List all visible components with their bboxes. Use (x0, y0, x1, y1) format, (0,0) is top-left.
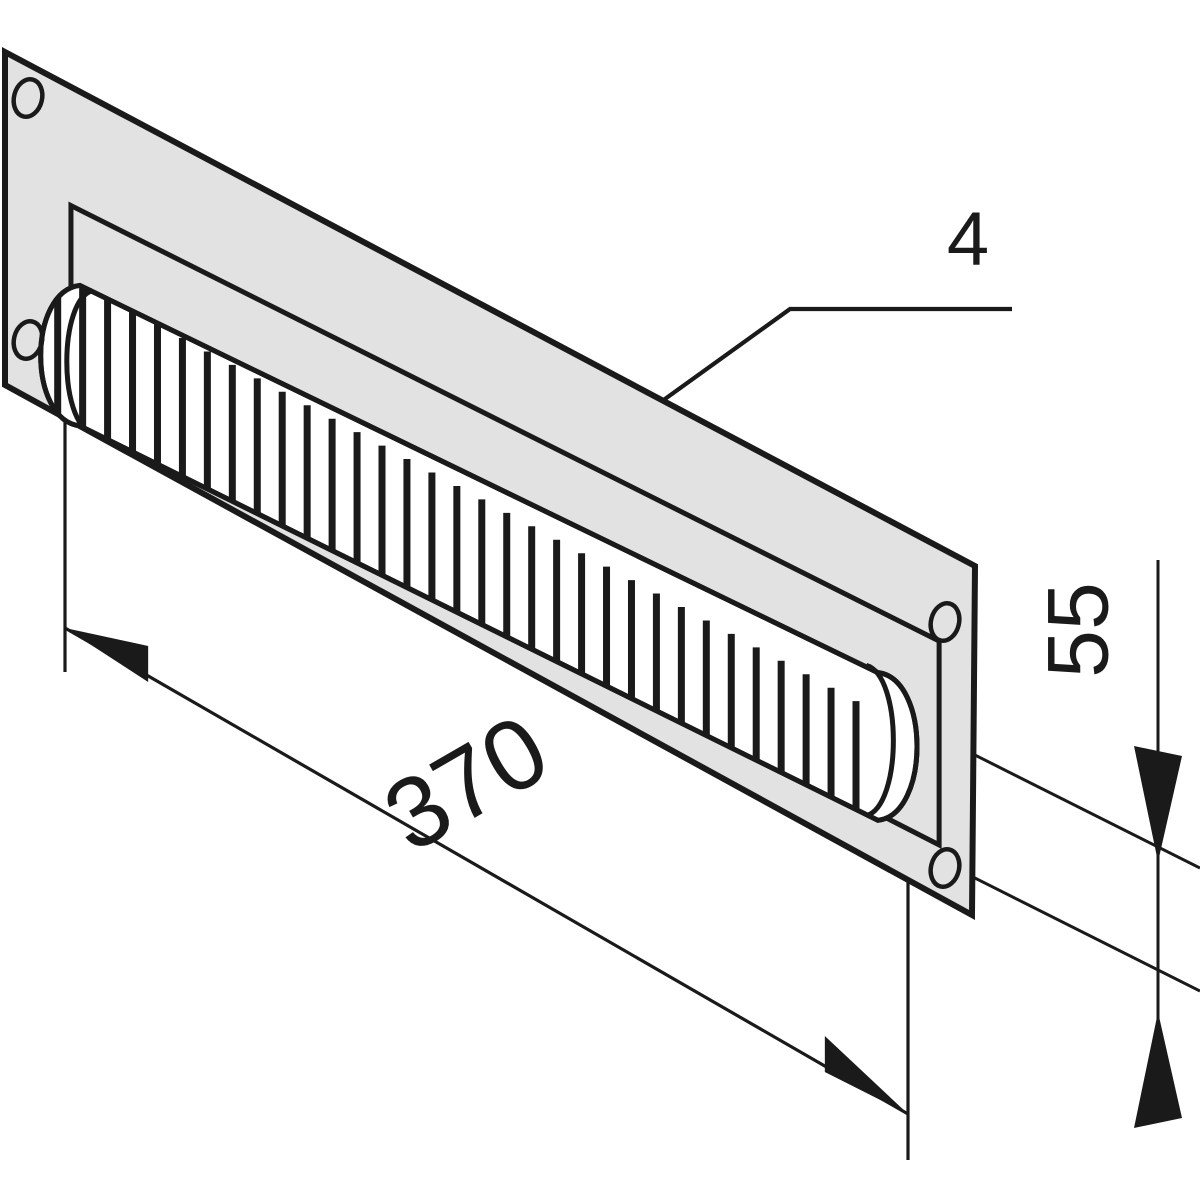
louver-slots (54, 285, 860, 821)
louver-right-lip (865, 662, 896, 819)
dimension-label-4: 4 (947, 197, 989, 282)
arrowhead-55-up (1134, 1012, 1182, 1128)
leader-line-4 (606, 306, 1012, 442)
arrowhead-370-right (824, 1036, 908, 1114)
plate-body (2, 47, 979, 921)
hole-bottom-right-icon (928, 847, 962, 889)
dimension-line-370 (64, 626, 909, 1116)
mounting-holes (11, 77, 962, 889)
arrowhead-55-down (1134, 746, 1182, 862)
dimension-label-370: 370 (366, 693, 567, 873)
hole-top-left-icon (11, 77, 45, 119)
dimension-label-55: 55 (1031, 582, 1127, 678)
louver-left-lip (64, 288, 94, 436)
louver-opening-outline (38, 282, 920, 823)
arrowhead-layer (65, 628, 1182, 1128)
hole-bottom-left-icon (11, 319, 45, 361)
hole-top-right-icon (928, 601, 962, 643)
arrowhead-370-left (65, 628, 149, 682)
